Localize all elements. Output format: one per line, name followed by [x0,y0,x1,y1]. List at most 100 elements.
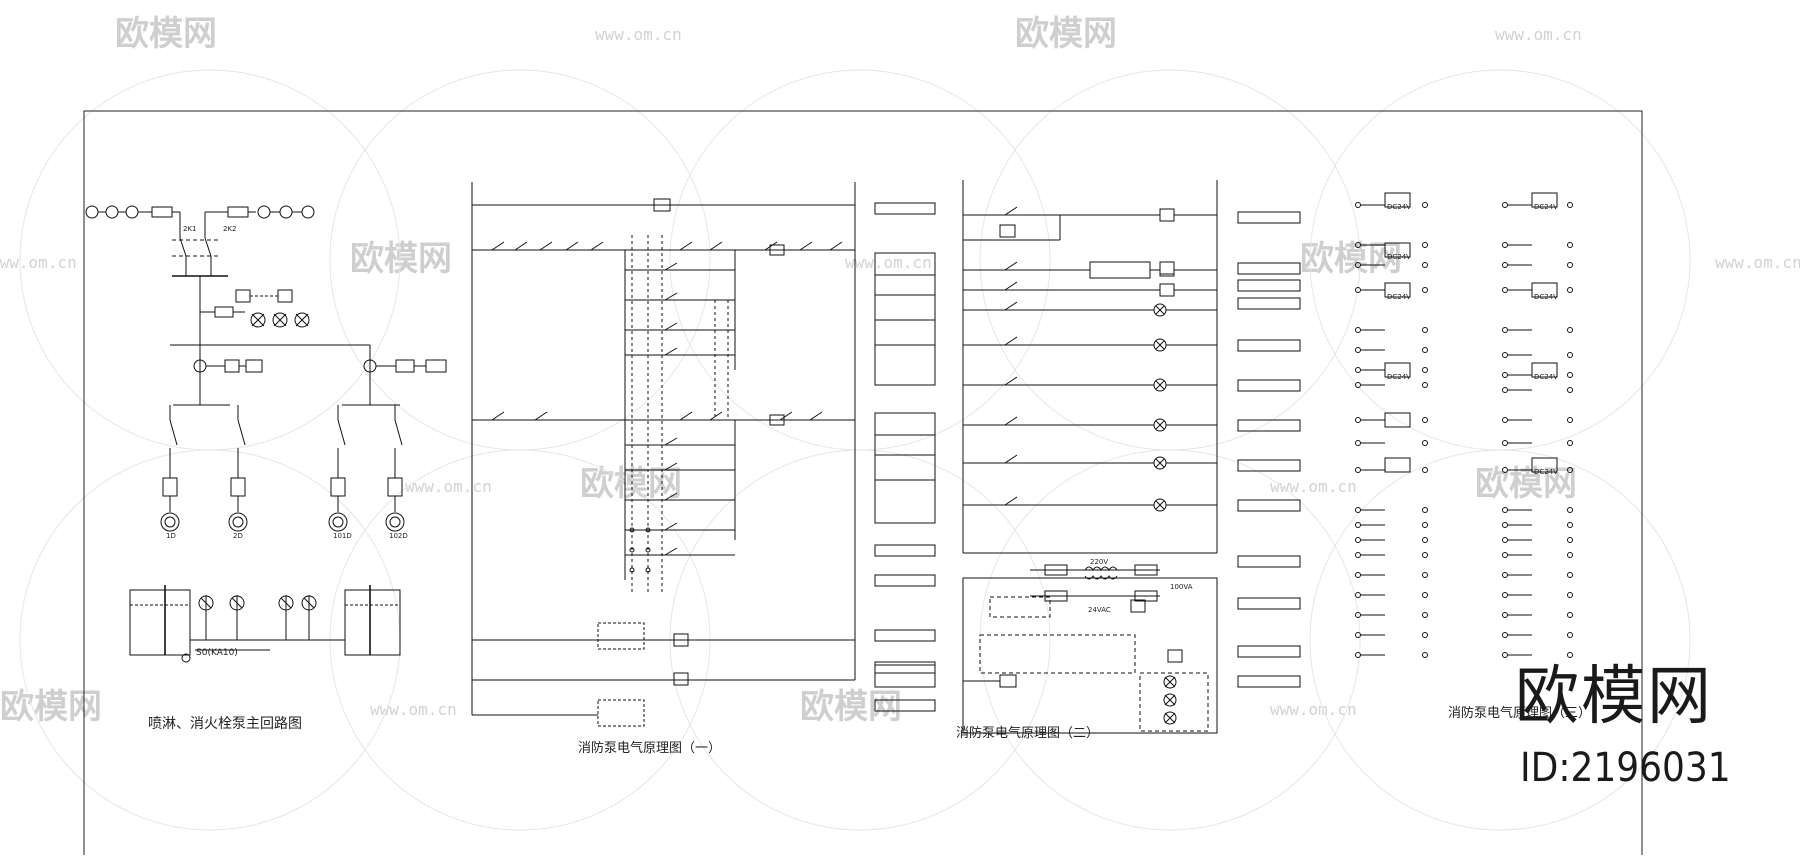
contact [679,241,693,251]
coil-voltage-label: DC24V [1387,203,1411,211]
label-box [874,574,936,587]
terminal [1422,440,1428,446]
coil-box [1384,362,1411,378]
breaker-2-label: 2K2 [223,225,237,233]
watermark-url: www.om.cn [0,253,77,272]
label-box [1237,297,1301,310]
motor-symbol [328,512,348,532]
pump-symbol [278,595,294,611]
watermark-url: www.om.cn [1495,25,1582,44]
contact [491,411,505,421]
contact [664,262,678,271]
terminal [1355,440,1361,446]
watermark-arc [1309,449,1691,831]
watermark-logo: 欧模网 [350,239,452,279]
watermark-logo: 欧模网 [115,14,217,54]
terminal [1422,202,1428,208]
terminal [1422,467,1428,473]
contact [679,411,693,421]
terminal [1502,507,1508,513]
label-box [1237,645,1301,658]
terminal [1502,242,1508,248]
terminal [1502,652,1508,658]
coil-voltage-label: DC24V [1534,373,1558,381]
breaker-contact [169,419,178,446]
relay-coil [1159,261,1175,275]
watermark-logo: 欧模网 [1015,14,1117,54]
terminal [1355,632,1361,638]
label-box [874,699,936,712]
coil-box [1531,192,1558,208]
schematic-1-title: 消防泵电气原理图（一） [578,741,722,756]
terminal [1502,467,1508,473]
contact [664,292,678,301]
terminal [1422,652,1428,658]
contact [1004,301,1018,311]
motor-symbol [228,512,248,532]
coil-voltage-label: DC24V [1534,468,1558,476]
thermal-relay [330,477,346,497]
label-box [874,661,936,674]
main-circuit-title: 喷淋、消火栓泵主回路图 [148,716,302,732]
terminal [1502,287,1508,293]
terminal [1422,507,1428,513]
label-box [874,202,936,215]
contact [664,437,678,446]
terminal [1422,522,1428,528]
terminal [1502,202,1508,208]
voltage-label-100va: 100VA [1170,583,1193,591]
terminal [1502,440,1508,446]
terminal [1502,417,1508,423]
terminal [1355,202,1361,208]
terminal [1355,652,1361,658]
voltage-label-24vac: 24VAC [1088,606,1111,614]
contact [799,241,813,251]
terminal [1355,537,1361,543]
relay-coil [769,414,785,426]
label-box [1237,499,1301,512]
watermark-url: www.om.cn [595,25,682,44]
terminal [1567,592,1573,598]
terminal [1422,367,1428,373]
terminal [1422,287,1428,293]
label-box [1237,339,1301,352]
label-box [874,664,936,688]
watermark-logo: 欧模网 [580,464,682,504]
drawing-border [83,110,1643,859]
terminal [1567,287,1573,293]
source-symbol [85,205,99,219]
pump-3-label: 101D [333,532,352,540]
terminal [1502,552,1508,558]
terminal [1567,572,1573,578]
thermal-relay [162,477,178,497]
pump-symbol [198,595,214,611]
label-box [874,252,936,386]
terminal [1502,632,1508,638]
contact [565,241,579,251]
coil-box [1531,362,1558,378]
terminal [1502,572,1508,578]
contact [491,241,505,251]
contact [664,462,678,471]
thermal-relay [230,477,246,497]
relay-coil [769,244,785,256]
relay-coil [1159,208,1175,222]
source-symbol [105,205,119,219]
contact [1004,336,1018,346]
voltage-label-220v: 220V [1090,558,1109,566]
contact [664,522,678,531]
terminal [1422,347,1428,353]
schematic-2-title: 消防泵电气原理图（二） [956,726,1100,741]
label-box [1237,379,1301,392]
watermark-url: www.om.cn [370,700,457,719]
terminal [1422,612,1428,618]
contact [664,492,678,501]
contact [590,241,604,251]
pump-symbol [301,595,317,611]
watermark-logo: 欧模网 [800,687,902,727]
coil-box [1384,412,1411,428]
terminal [1355,552,1361,558]
terminal [1567,522,1573,528]
label-box [874,412,936,524]
